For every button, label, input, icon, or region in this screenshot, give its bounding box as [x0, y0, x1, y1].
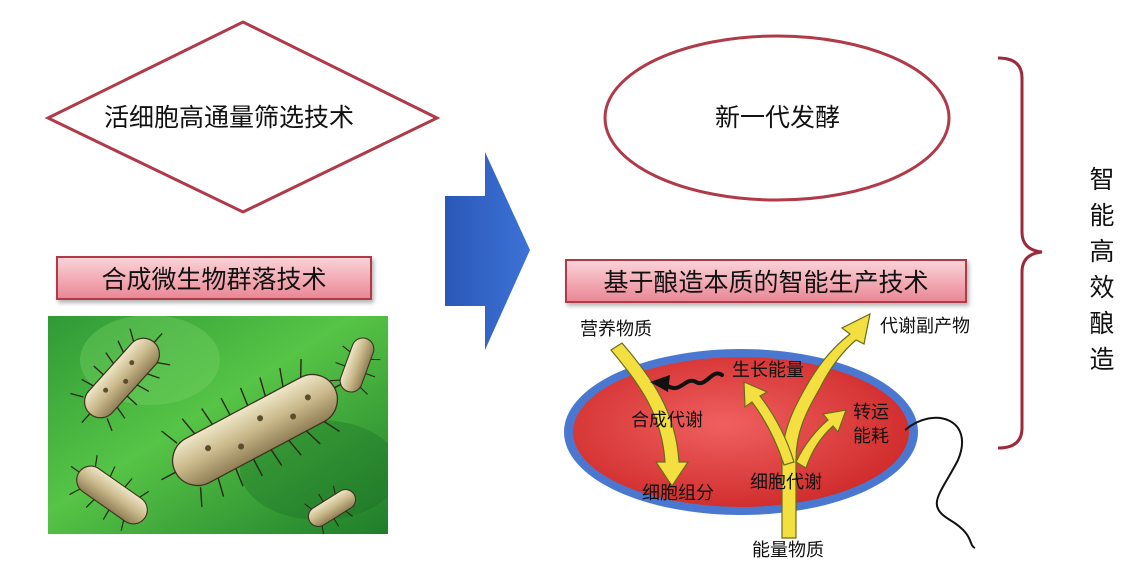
right-arrow-icon [445, 152, 530, 350]
growth-energy-squiggle [666, 371, 724, 390]
bacterium [304, 485, 357, 534]
synthetic-community-label: 合成微生物群落技术 [56, 256, 372, 300]
energy-cost-label: 能耗 [853, 426, 889, 447]
cell-diagram [564, 312, 976, 549]
flow-arrow-branch-right [795, 409, 847, 469]
transport-label: 转运 [853, 402, 889, 423]
diamond-shape [44, 20, 441, 214]
side-label-char: 造 [1089, 345, 1115, 374]
flow-arrow-nutrients [610, 342, 690, 488]
ellipse-shape [603, 34, 951, 202]
side-label-char: 高 [1089, 237, 1115, 266]
flow-arrow-main [781, 312, 871, 539]
side-label-char: 能 [1089, 201, 1115, 230]
cell-components-label: 细胞组分 [642, 483, 714, 504]
ellipse-label: 新一代发酵 [715, 103, 841, 132]
bacterium [70, 328, 171, 432]
byproducts-label: 代谢副产物 [880, 316, 970, 337]
synthetic-community-text: 合成微生物群落技术 [101, 265, 327, 294]
side-label-char: 智 [1089, 165, 1115, 194]
side-label-char: 效 [1089, 273, 1115, 302]
cell-metabolism-label: 细胞代谢 [750, 472, 822, 493]
smart-production-text: 基于酿造本质的智能生产技术 [603, 268, 929, 297]
bacterium [161, 359, 349, 507]
bacterium [69, 455, 150, 531]
bacterium [329, 337, 381, 395]
anabolism-label: 合成代谢 [631, 410, 703, 431]
energy-substance-label: 能量物质 [752, 540, 824, 561]
squiggle-arrowhead [650, 375, 670, 392]
bacteria-image [48, 316, 388, 534]
growth-energy-label: 生长能量 [732, 360, 804, 381]
curly-brace [997, 56, 1043, 450]
flagellum [904, 416, 976, 549]
flow-arrow-branch-left [743, 381, 795, 466]
nutrients-label: 营养物质 [580, 319, 652, 340]
smart-production-label: 基于酿造本质的智能生产技术 [565, 259, 967, 303]
diamond-label: 活细胞高通量筛选技术 [104, 103, 355, 132]
side-label-char: 酿 [1089, 309, 1115, 338]
